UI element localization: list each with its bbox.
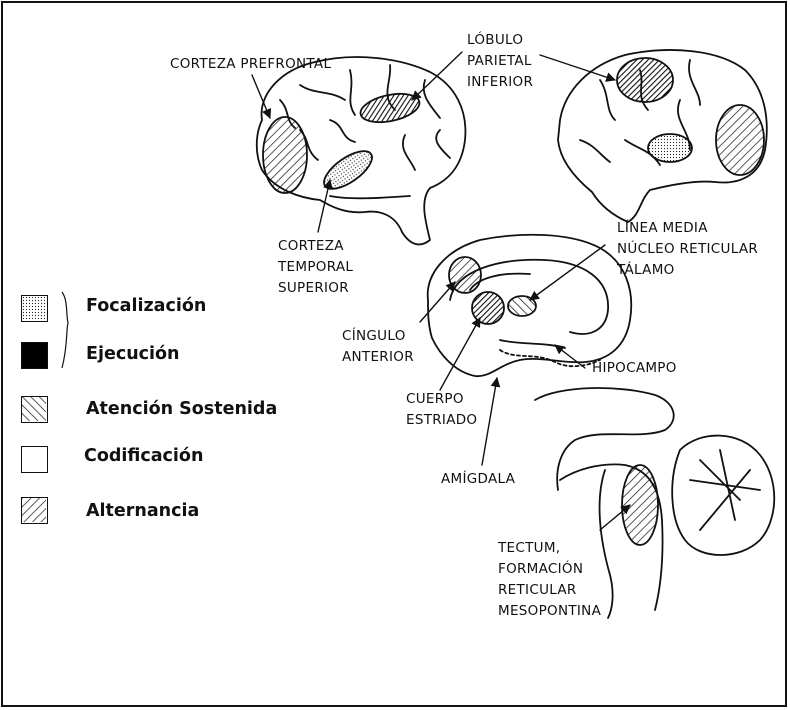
prefrontal-region [263,117,307,193]
parietal-region-1 [358,89,422,127]
legend-swatch-empty [21,446,48,473]
label-tectum-3: RETICULAR [498,580,577,600]
temporal-region-right [648,134,692,162]
label-tectum-1: TECTUM, [498,538,560,558]
parietal-region-2 [617,58,673,102]
label-cingulo-1: CÍNGULO [342,326,406,346]
label-temporal-1: CORTEZA [278,236,344,256]
legend-label-codificacion: Codificación [84,446,203,466]
legend-label-alternancia: Alternancia [86,501,199,521]
label-linea-3: TÁLAMO [617,260,675,280]
prefrontal-region-right [716,105,764,175]
label-lobulo-1: LÓBULO [467,30,523,50]
legend-swatch-hatch-up [21,497,48,524]
label-prefrontal: CORTEZA PREFRONTAL [170,54,331,74]
label-linea-1: LÍNEA MEDIA [617,218,708,238]
legend-label-focalizacion: Focalización [86,296,206,316]
label-amigdala: AMÍGDALA [441,469,515,489]
legend-bracket [62,292,68,368]
label-estriado-2: ESTRIADO [406,410,477,430]
label-hipocampo: HIPOCAMPO [592,358,677,378]
legend-label-atencion: Atención Sostenida [86,399,277,419]
label-lobulo-2: PARIETAL [467,51,532,71]
brain-medial [428,235,632,376]
label-temporal-2: TEMPORAL [278,257,353,277]
label-tectum-4: MESOPONTINA [498,601,601,621]
label-tectum-2: FORMACIÓN [498,559,583,579]
legend-label-ejecucion: Ejecución [86,344,180,364]
legend-swatch-solid [21,342,48,369]
cingulate-region [449,257,481,293]
brain-lateral-right [558,50,767,222]
label-temporal-3: SUPERIOR [278,278,349,298]
striatum-region [472,292,504,324]
brain-lateral-left [257,57,466,244]
label-estriado-1: CUERPO [406,389,464,409]
label-linea-2: NÚCLEO RETICULAR [617,239,758,259]
legend-swatch-hatch-down [21,396,48,423]
temporal-region [318,144,378,196]
legend-swatch-dotted [21,295,48,322]
label-lobulo-3: INFERIOR [467,72,533,92]
label-cingulo-2: ANTERIOR [342,347,414,367]
tectum-region [622,465,658,545]
